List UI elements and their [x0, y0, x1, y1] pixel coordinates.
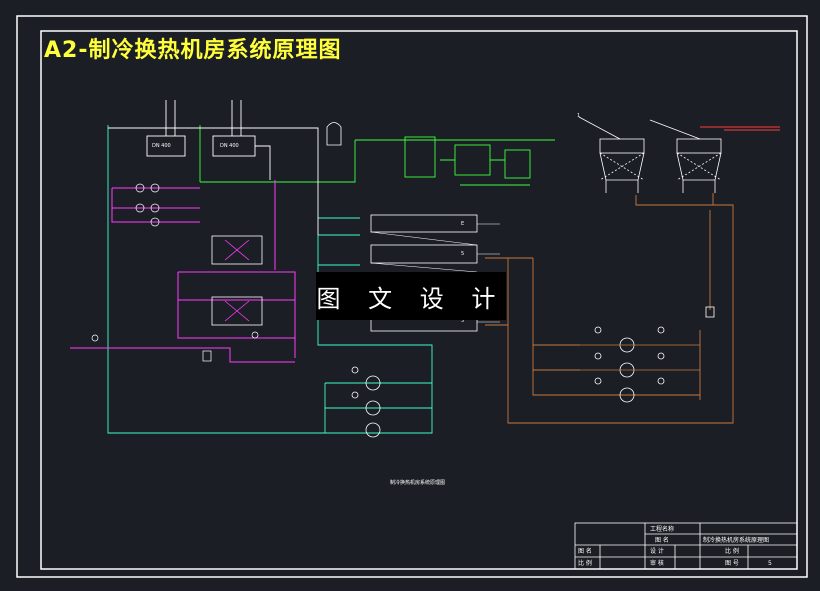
- tb-design-label: 设 计: [650, 548, 664, 555]
- inner-frame: [40, 30, 798, 570]
- tag-5a: 5: [461, 251, 465, 257]
- chilled-water-loop: [107, 125, 433, 434]
- tb-left-label-2: 比 例: [578, 560, 592, 567]
- tb-drawing-name-value: 制冷换热机房系统原理图: [703, 537, 770, 544]
- tb-sheet-value: 5: [768, 560, 772, 567]
- tb-sheet-label: 图 号: [725, 560, 739, 567]
- condenser-water-loop: [485, 193, 734, 424]
- tag-one: 1: [577, 113, 581, 119]
- distributor-headers: [108, 100, 319, 235]
- chilled-pumps: [351, 366, 381, 438]
- page-title: A2-制冷换热机房系统原理图: [44, 38, 342, 63]
- title-block: [574, 522, 798, 570]
- tb-check-label: 审 核: [650, 560, 664, 567]
- tb-right-label-1: 比 例: [725, 548, 739, 555]
- cooling-pumps-right: [580, 306, 715, 403]
- heat-exchange-loop: [70, 180, 296, 363]
- water-treatment: [199, 125, 555, 186]
- header-label-right: DN 400: [220, 143, 239, 149]
- valves-left: [91, 183, 259, 362]
- tb-project-label: 工程名称: [650, 526, 675, 533]
- outer-frame: [16, 15, 808, 578]
- watermark: 图 文 设 计: [316, 272, 506, 320]
- tag-5b: 5: [461, 318, 465, 324]
- tb-drawing-name-label: 图 名: [655, 537, 669, 544]
- header-label-left: DN 400: [152, 143, 171, 149]
- tb-left-label-1: 图 名: [578, 548, 592, 555]
- drawing-caption: 制冷换热机房系统原理图: [390, 480, 446, 486]
- tag-e: E: [461, 221, 465, 227]
- cooling-towers: [578, 116, 722, 193]
- plate-heat-exchangers: [211, 235, 263, 326]
